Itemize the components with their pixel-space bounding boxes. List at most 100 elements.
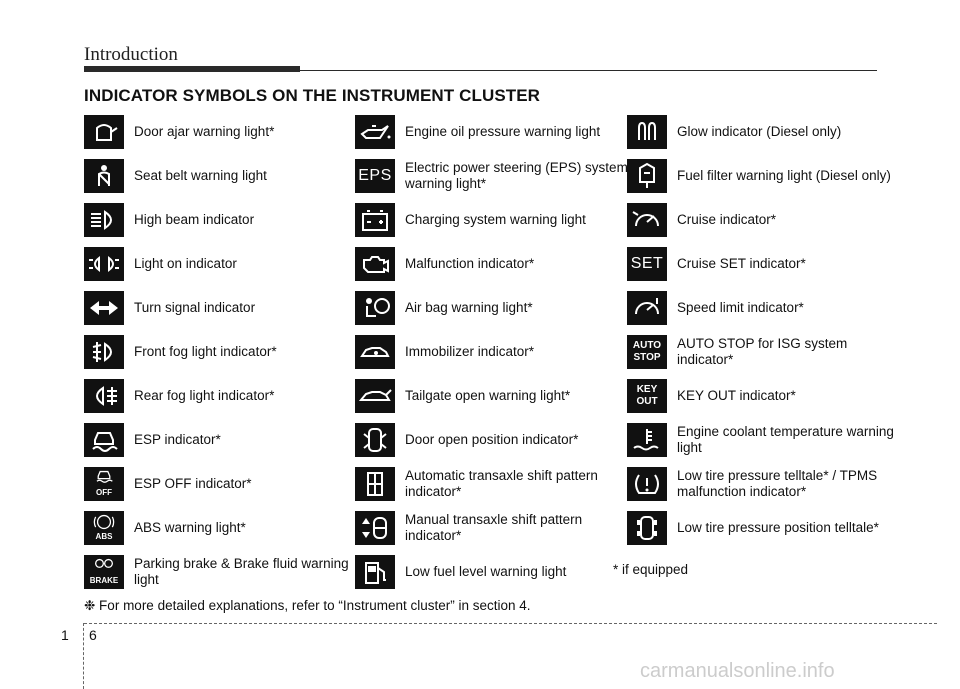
tire-position-icon — [627, 511, 667, 545]
indicator-label: Tailgate open warning light* — [405, 388, 571, 403]
if-equipped-note: * if equipped — [613, 562, 689, 577]
indicator-row: Turn signal indicator — [84, 289, 356, 333]
indicator-row: Cruise indicator* — [627, 201, 899, 245]
icon-text: OFF — [96, 488, 112, 497]
indicator-label: Glow indicator (Diesel only) — [677, 124, 842, 139]
indicator-label: Turn signal indicator — [134, 300, 256, 315]
page-title: INDICATOR SYMBOLS ON THE INSTRUMENT CLUS… — [84, 86, 541, 105]
indicator-label: Door ajar warning light* — [134, 124, 275, 139]
high-beam-icon — [84, 203, 124, 237]
eps-icon: EPS — [355, 159, 395, 193]
icon-text: BRAKE — [89, 576, 119, 585]
indicator-row: Tailgate open warning light* — [355, 377, 627, 421]
battery-icon — [355, 203, 395, 237]
indicator-label: Charging system warning light — [405, 212, 586, 227]
glow-icon — [627, 115, 667, 149]
manual-shift-icon — [355, 511, 395, 545]
rear-fog-icon — [84, 379, 124, 413]
indicator-row: EPS Electric power steering (EPS) system … — [355, 157, 628, 201]
indicator-row: Low tire pressure telltale* / TPMS malfu… — [627, 465, 899, 509]
indicator-row: Light on indicator — [84, 245, 356, 289]
indicator-row: Fuel filter warning light (Diesel only) — [627, 157, 899, 201]
indicator-label: Immobilizer indicator* — [405, 344, 535, 359]
indicator-row: OFF ESP OFF indicator* — [84, 465, 356, 509]
indicator-label: Front fog light indicator* — [134, 344, 277, 359]
indicator-label: Speed limit indicator* — [677, 300, 804, 315]
indicator-label: ESP OFF indicator* — [134, 476, 252, 491]
watermark: carmanualsonline.info — [640, 660, 835, 682]
immobilizer-icon — [355, 335, 395, 369]
indicator-column-3: Glow indicator (Diesel only) Fuel filter … — [627, 113, 899, 553]
indicator-row: Door open position indicator* — [355, 421, 627, 465]
light-on-icon — [84, 247, 124, 281]
indicator-label: Malfunction indicator* — [405, 256, 535, 271]
indicator-label: Rear fog light indicator* — [134, 388, 275, 403]
indicator-label: Door open position indicator* — [405, 432, 579, 447]
chapter-number: 1 — [61, 627, 69, 643]
esp-off-icon: OFF — [84, 467, 124, 501]
indicator-label: Seat belt warning light — [134, 168, 267, 183]
indicator-label: Cruise SET indicator* — [677, 256, 806, 271]
indicator-row: Charging system warning light — [355, 201, 627, 245]
fuel-filter-icon — [627, 159, 667, 193]
door-ajar-icon — [84, 115, 124, 149]
indicator-label: ESP indicator* — [134, 432, 221, 447]
indicator-row: Rear fog light indicator* — [84, 377, 356, 421]
indicator-row: Seat belt warning light — [84, 157, 356, 201]
section-header: Introduction — [84, 44, 178, 65]
speed-limit-icon — [627, 291, 667, 325]
indicator-row: Engine coolant temperature warning light — [627, 421, 899, 465]
auto-shift-icon — [355, 467, 395, 501]
cruise-icon — [627, 203, 667, 237]
indicator-label: High beam indicator — [134, 212, 255, 227]
esp-icon — [84, 423, 124, 457]
indicator-row: Low tire pressure position telltale* — [627, 509, 899, 553]
footer-vertical-divider — [83, 623, 84, 689]
indicator-row: Glow indicator (Diesel only) — [627, 113, 899, 157]
indicator-row: Door ajar warning light* — [84, 113, 356, 157]
header-rule-thick — [84, 66, 300, 72]
indicator-column-1: Door ajar warning light* Seat belt warnin… — [84, 113, 356, 597]
indicator-row: Air bag warning light* — [355, 289, 627, 333]
page-number: 6 — [89, 627, 97, 643]
indicator-label: Engine coolant temperature warning light — [677, 424, 894, 455]
header-rule-thin — [300, 70, 877, 71]
icon-text: EPS — [358, 167, 392, 184]
airbag-icon — [355, 291, 395, 325]
coolant-icon — [627, 423, 667, 457]
indicator-label: Manual transaxle shift pattern indicator… — [405, 512, 583, 543]
indicator-label: Low tire pressure telltale* / TPMS malfu… — [677, 468, 878, 499]
indicator-label: Air bag warning light* — [405, 300, 533, 315]
indicator-row: Automatic transaxle shift pattern indica… — [355, 465, 627, 509]
indicator-row: High beam indicator — [84, 201, 356, 245]
tpms-icon — [627, 467, 667, 501]
icon-text: ABS — [95, 532, 113, 541]
indicator-row: Speed limit indicator* — [627, 289, 899, 333]
footnote: ❉ For more detailed explanations, refer … — [84, 598, 531, 613]
indicator-label: Cruise indicator* — [677, 212, 777, 227]
engine-icon — [355, 247, 395, 281]
indicator-label: Low tire pressure position telltale* — [677, 520, 879, 535]
indicator-label: Low fuel level warning light — [405, 564, 567, 579]
tailgate-icon — [355, 379, 395, 413]
footer-divider — [84, 623, 937, 624]
turn-signal-icon — [84, 291, 124, 325]
indicator-label: KEY OUT indicator* — [677, 388, 796, 403]
door-open-icon — [355, 423, 395, 457]
seat-belt-icon — [84, 159, 124, 193]
indicator-label: Automatic transaxle shift pattern indica… — [405, 468, 598, 499]
indicator-label: Fuel filter warning light (Diesel only) — [677, 168, 891, 183]
indicator-label: Engine oil pressure warning light — [405, 124, 601, 139]
abs-icon: ABS — [84, 511, 124, 545]
indicator-label: Electric power steering (EPS) system war… — [405, 160, 628, 191]
indicator-label: Light on indicator — [134, 256, 237, 271]
indicator-label: ABS warning light* — [134, 520, 246, 535]
